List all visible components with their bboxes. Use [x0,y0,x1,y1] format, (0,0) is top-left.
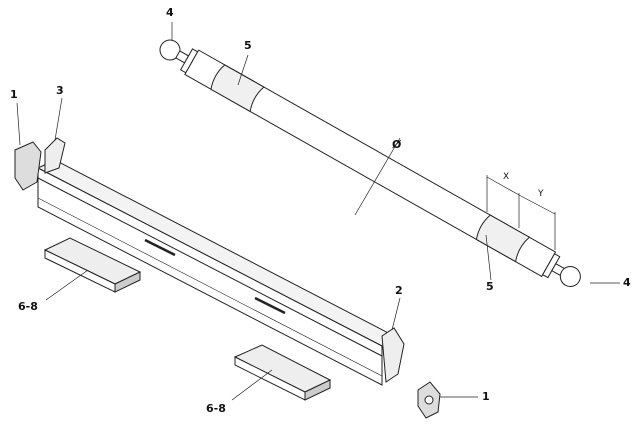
label-part-5-left: 5 [244,39,252,52]
pad-left [43,237,142,293]
label-part-6-8-left: 6-8 [18,300,38,313]
label-dimension-x: X [503,172,510,182]
label-part-1-right: 1 [482,390,490,403]
label-part-5-right: 5 [486,280,494,293]
label-part-2: 2 [395,284,403,297]
xy-dimensions [486,175,556,250]
ball-end-right [559,266,581,288]
bushing-left [210,64,265,113]
pad-right [233,344,332,401]
label-part-4-right: 4 [623,276,631,289]
label-part-4-left: 4 [166,6,174,19]
roller [159,39,581,288]
label-part-6-8-right: 6-8 [206,402,226,415]
hook-right [381,327,405,383]
diameter-line [354,137,401,216]
bushing-right [475,214,531,263]
label-part-3: 3 [56,84,64,97]
label-part-1-left: 1 [10,88,18,101]
label-diameter: Ø [392,138,402,151]
frame-bar [14,137,441,419]
leader-lines [16,22,620,401]
label-dimension-y: Y [538,189,544,199]
bracket-left [14,141,42,191]
